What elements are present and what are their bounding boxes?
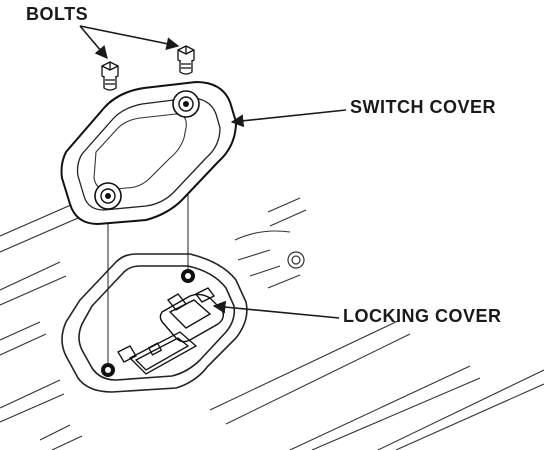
housing-bolt-holes [101, 269, 195, 377]
bolts-leader-left [79, 25, 108, 59]
housing-boss [287, 251, 305, 269]
housing-panel [0, 165, 544, 450]
bolts-leader-right [79, 25, 180, 50]
bolt-right [177, 45, 195, 75]
bolt-left [101, 61, 119, 91]
switch-cover-label: SWITCH COVER [350, 97, 497, 117]
switch-recess [61, 253, 248, 393]
switch-cover-leader [230, 109, 347, 128]
switch-cover-plate [60, 80, 238, 226]
locking-cover [159, 287, 225, 343]
bolts-label: BOLTS [26, 4, 89, 24]
locking-cover-leader [212, 300, 340, 319]
cover-bolt-holes [94, 90, 200, 210]
switch-body [117, 331, 198, 375]
callout-leaders [79, 25, 347, 319]
locking-cover-label: LOCKING COVER [343, 306, 502, 326]
